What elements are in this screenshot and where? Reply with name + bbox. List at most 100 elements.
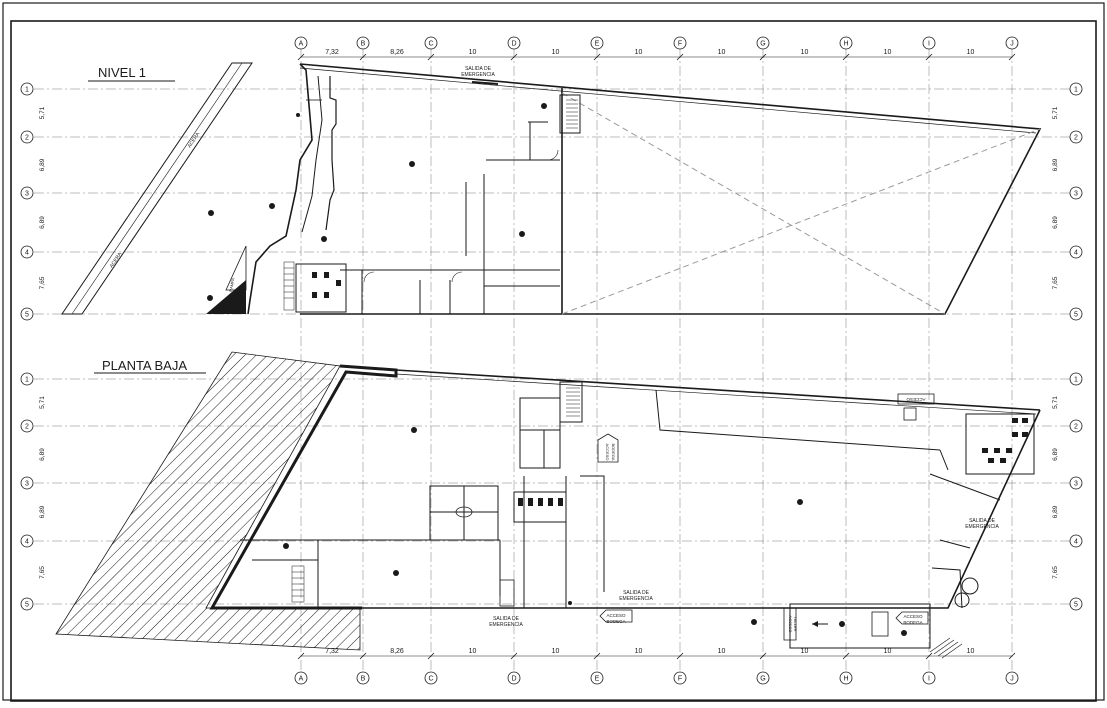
meeting-rooms — [429, 485, 499, 541]
col-spacing-bottom-2: 10 — [469, 648, 477, 655]
grid-bubble-right-upper-4-label: 4 — [1074, 250, 1078, 257]
workshop-access-label: ACCESO — [788, 616, 793, 633]
grid-bubble-bottom-A-label: A — [299, 676, 304, 683]
planta-baja-west-wall — [209, 364, 398, 610]
grid-bubble-right-lower-5-label: 5 — [1074, 602, 1078, 609]
dimension-tick-top-6 — [759, 53, 767, 61]
grid-bubble-left-lower-2-label: 2 — [25, 424, 29, 431]
grid-bubble-bottom-F-label: F — [678, 676, 682, 683]
warehouse-access-label-east-2: BODEGA — [903, 620, 922, 625]
grid-bubble-top-G-circle — [756, 36, 770, 50]
col-spacing-top-0: 7,32 — [325, 49, 339, 56]
void-diagonal-1 — [561, 92, 946, 315]
col-spacing-top-6: 10 — [801, 49, 809, 56]
grid-bubble-left-lower-1-circle — [20, 372, 34, 386]
workshop-bay — [789, 603, 931, 649]
grid-bubble-left-upper-4-label: 4 — [25, 250, 29, 257]
col-spacing-top-8: 10 — [967, 49, 975, 56]
workshop-equipment — [871, 611, 889, 637]
west-rooms-wall — [301, 75, 323, 233]
dimension-tick-top-7 — [842, 53, 850, 61]
grid-bubble-top-D-circle — [507, 36, 521, 50]
stair-block-upper — [559, 94, 581, 134]
col-spacing-bottom-0: 7,32 — [325, 648, 339, 655]
dimension-tick-top-2 — [427, 53, 435, 61]
grid-bubble-left-lower-4-circle — [20, 534, 34, 548]
grid-bubble-top-J-label: J — [1010, 41, 1014, 48]
grid-bubble-right-lower-2-label: 2 — [1074, 424, 1078, 431]
east-restroom-fixtures — [982, 418, 1028, 463]
dimension-tick-bottom-2 — [427, 652, 435, 660]
grid-bubble-bottom-I-circle — [922, 671, 936, 685]
grid-bubble-right-lower-2-circle — [1069, 419, 1083, 433]
grid-bubble-left-upper-3-circle — [20, 186, 34, 200]
grid-bubble-right-lower-1-circle — [1069, 372, 1083, 386]
grid-bubble-top-H-circle — [839, 36, 853, 50]
emergency-exit-label-west-2: EMERGENCIA — [489, 622, 523, 628]
emergency-exit-door-west — [499, 579, 515, 607]
grid-bubble-left-lower-2-circle — [20, 419, 34, 433]
col-spacing-top-3: 10 — [552, 49, 560, 56]
grid-bubble-bottom-G-circle — [756, 671, 770, 685]
tank-circle-2 — [954, 592, 970, 608]
grid-bubble-bottom-G-label: G — [760, 676, 765, 683]
grid-bubble-bottom-E-label: E — [595, 676, 600, 683]
grid-bubble-left-lower-4-label: 4 — [25, 539, 29, 546]
dimension-tick-bottom-6 — [759, 652, 767, 660]
planta-baja-partitions — [240, 475, 605, 608]
grid-bubble-top-I-circle — [922, 36, 936, 50]
col-spacing-top-5: 10 — [718, 49, 726, 56]
door-swing-1 — [547, 149, 559, 161]
dimension-tick-top-0 — [297, 53, 305, 61]
grid-bubble-bottom-H-circle — [839, 671, 853, 685]
grid-bubble-left-upper-2-label: 2 — [25, 135, 29, 142]
street-band — [61, 62, 253, 315]
warehouse-access-label-north-2: BODEGA — [611, 443, 616, 460]
grid-bubble-left-upper-5-label: 5 — [25, 312, 29, 319]
grid-bubble-bottom-B-circle — [356, 671, 370, 685]
planta-baja-east-south-wall — [362, 409, 1041, 609]
emergency-exit-label-east: SALIDA DE — [969, 518, 996, 524]
workshop-arrow-head — [812, 621, 818, 627]
grid-bubble-left-upper-3-label: 3 — [25, 191, 29, 198]
grid-bubble-left-lower-5-label: 5 — [25, 602, 29, 609]
grid-bubble-bottom-J-circle — [1005, 671, 1019, 685]
grid-bubble-right-upper-2-circle — [1069, 130, 1083, 144]
nivel-1-outline-inner — [299, 67, 1037, 134]
grid-bubble-bottom-D-label: D — [511, 676, 516, 683]
grid-bubble-right-upper-1-circle — [1069, 82, 1083, 96]
col-spacing-bottom-4: 10 — [635, 648, 643, 655]
nivel-1-plan: ACERA ACERA RAMPA — [61, 62, 1042, 315]
col-spacing-top-4: 10 — [635, 49, 643, 56]
grid-bubble-left-upper-1-circle — [20, 82, 34, 96]
void-diagonal-2 — [561, 128, 1041, 315]
level-markers-upper — [207, 103, 547, 301]
col-spacing-bottom-6: 10 — [801, 648, 809, 655]
grid-bubble-right-upper-5-label: 5 — [1074, 312, 1078, 319]
dimension-tick-top-8 — [925, 53, 933, 61]
emergency-exit-label-west: SALIDA DE — [493, 616, 520, 622]
stair-treads-lower — [566, 387, 580, 417]
emergency-exit-door-upper — [471, 81, 499, 85]
east-internal-walls — [655, 389, 1001, 609]
row-spacing-right-upper-3: 7,65 — [1052, 276, 1059, 289]
row-spacing-left-lower-0: 5,71 — [39, 396, 46, 409]
col-spacing-top-1: 8,26 — [390, 49, 404, 56]
grid-bubble-bottom-J-label: J — [1010, 676, 1014, 683]
col-spacing-top-2: 10 — [469, 49, 477, 56]
grid-bubble-right-upper-3-label: 3 — [1074, 191, 1078, 198]
dimension-tick-bottom-0 — [297, 652, 305, 660]
warehouse-access-label-east: ACCESO — [903, 614, 923, 619]
row-spacing-right-lower-2: 6,89 — [1052, 505, 1059, 518]
warehouse-access-arrow-east — [895, 611, 929, 625]
grid-bubble-bottom-C-label: C — [428, 676, 433, 683]
restroom-block-lower — [513, 491, 567, 523]
grid-bubble-top-B-circle — [356, 36, 370, 50]
grid-bubble-bottom-H-label: H — [843, 676, 848, 683]
grid-bubble-left-upper-2-circle — [20, 130, 34, 144]
row-spacing-right-lower-0: 5,71 — [1052, 396, 1059, 409]
meeting-table — [455, 506, 473, 518]
